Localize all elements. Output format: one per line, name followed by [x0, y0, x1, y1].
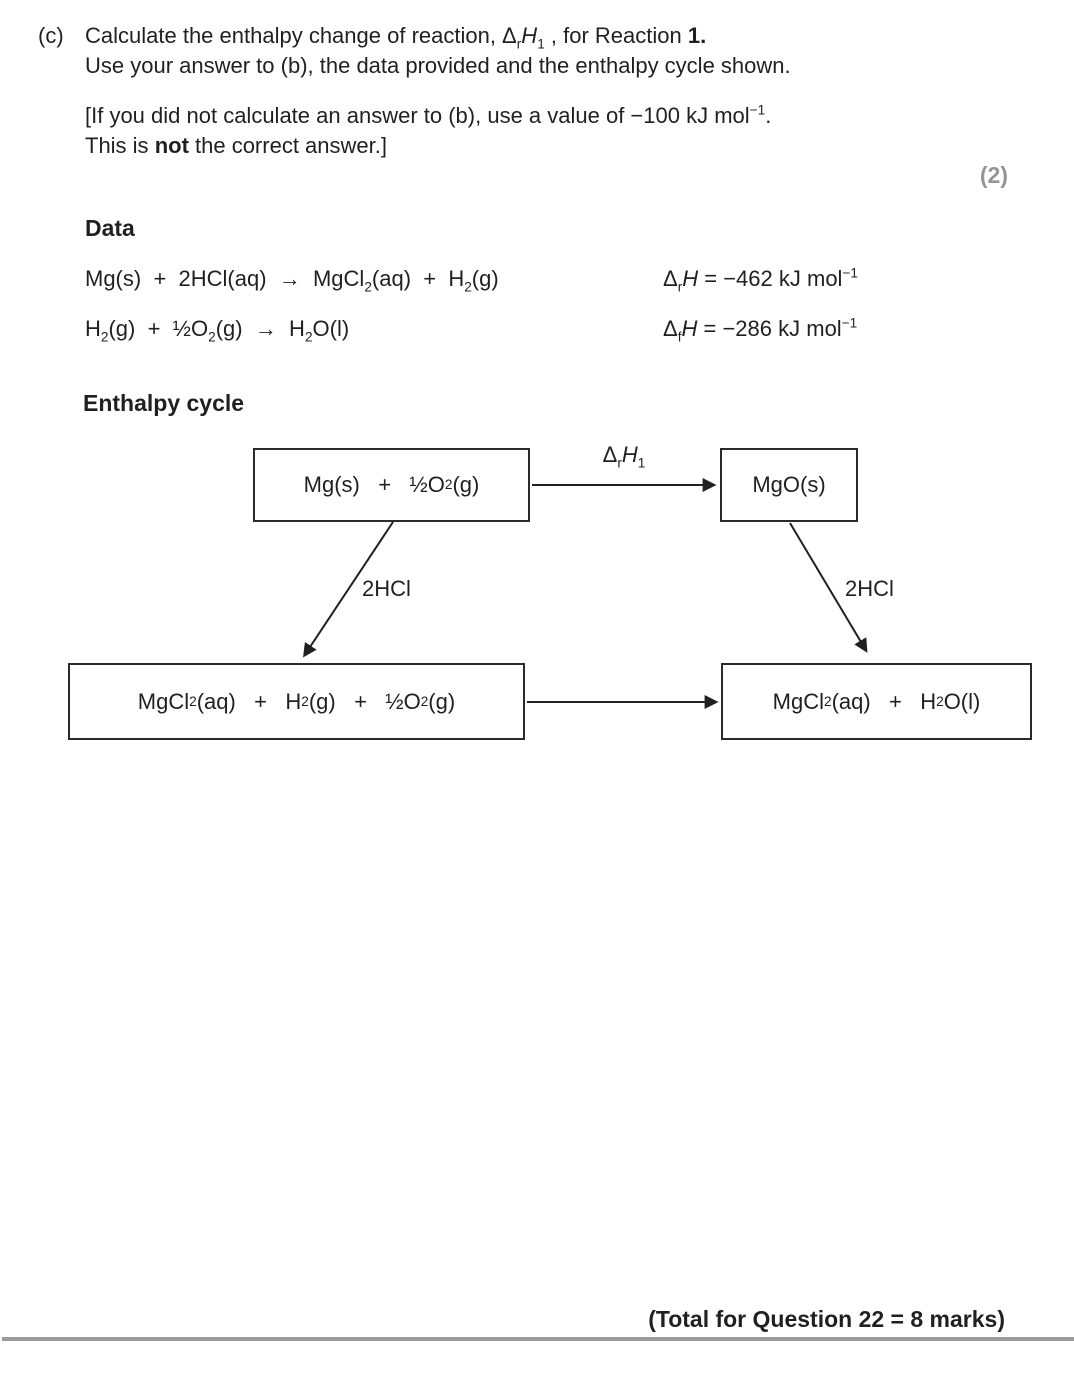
marks-indicator: (2)	[979, 162, 1008, 188]
question-line-1: Calculate the enthalpy change of reactio…	[85, 23, 707, 52]
left-diagonal-label: 2HCl	[362, 576, 411, 601]
data-heading: Data	[85, 215, 135, 241]
total-marks-text: (Total for Question 22 = 8 marks)	[648, 1306, 1005, 1332]
question-part-label: (c)	[38, 23, 64, 48]
equation-2-enthalpy: ΔfH = −286 kJ mol−1	[663, 315, 858, 345]
left-hcl-arrow	[303, 521, 394, 658]
right-diagonal-label: 2HCl	[845, 576, 894, 601]
cycle-arrows-canvas	[303, 478, 868, 709]
equation-1-enthalpy: ΔrH = −462 kJ mol−1	[663, 265, 858, 295]
top-arrow-label: ΔrH1	[602, 442, 646, 471]
cycle-box-top-right: MgO(s)	[720, 448, 858, 522]
page-divider-rule	[2, 1337, 1074, 1341]
enthalpy-cycle-heading: Enthalpy cycle	[83, 390, 245, 416]
question-line-3: [If you did not calculate an answer to (…	[85, 102, 772, 128]
equation-2-reaction: H2(g) + ½O2(g) → H2O(l)	[85, 316, 350, 345]
question-line-4: This is not the correct answer.]	[85, 133, 387, 158]
right-hcl-arrow	[789, 522, 868, 653]
equation-1-reaction: Mg(s) + 2HCl(aq) → MgCl2(aq) + H2(g)	[85, 266, 499, 295]
question-line-2: Use your answer to (b), the data provide…	[85, 53, 791, 78]
